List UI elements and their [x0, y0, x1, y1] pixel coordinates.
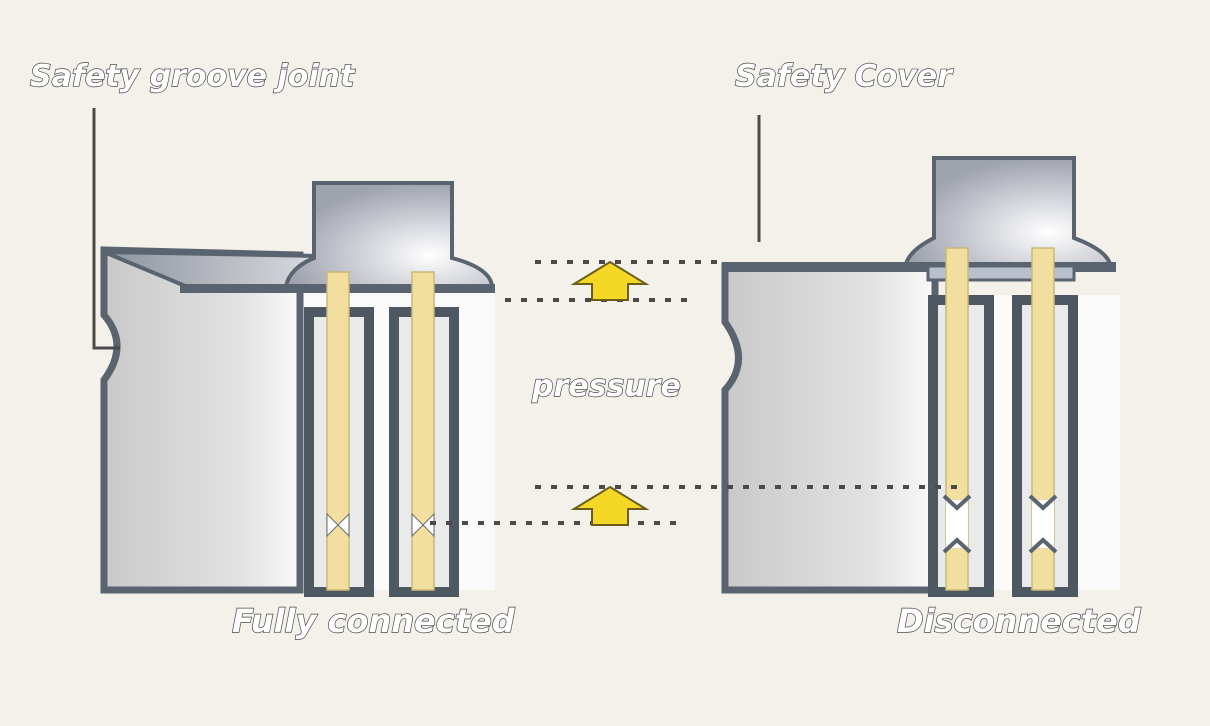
right-top-edge: [722, 262, 1116, 272]
pressure-indicators: [430, 260, 965, 525]
left-pin-1: [326, 271, 350, 591]
right-contact-2: [1028, 494, 1058, 554]
left-safety-cap: [283, 181, 495, 288]
disconnected-label: Disconnected: [897, 602, 1142, 640]
disconnected-assembly: [721, 156, 1120, 597]
pressure-label: pressure: [531, 369, 681, 404]
pressure-arrow-bottom: [570, 485, 650, 526]
left-contact-2: [411, 512, 435, 538]
right-safety-cap: [903, 156, 1113, 266]
safety-cover-label: Safety Cover: [735, 59, 954, 94]
groove-joint-leader-line: [92, 108, 120, 350]
pressure-arrow-top: [570, 260, 650, 301]
right-housing-body: [721, 262, 939, 594]
left-pin-2: [411, 271, 435, 591]
safety-groove-joint-label: Safety groove joint: [30, 59, 356, 94]
fully-connected-label: Fully connected: [232, 602, 516, 640]
right-contact-1: [942, 494, 972, 554]
left-housing-body: [100, 246, 304, 594]
fully-connected-assembly: [100, 181, 495, 597]
left-contact-1: [326, 512, 350, 538]
